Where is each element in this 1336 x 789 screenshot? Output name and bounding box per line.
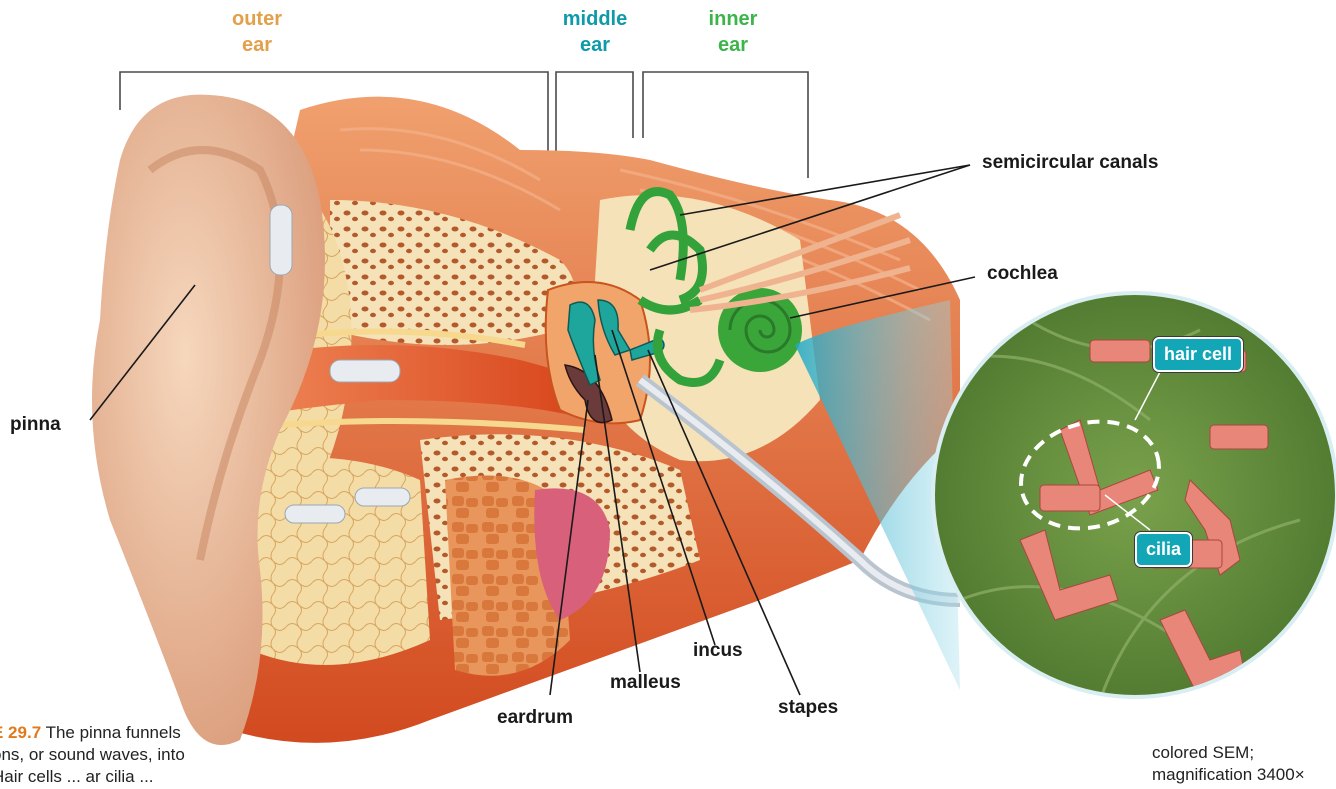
label-incus: incus — [693, 640, 743, 662]
label-stapes: stapes — [778, 697, 838, 719]
cartilage-lump — [330, 360, 400, 382]
caption-line2: ons, or sound waves, into — [0, 744, 185, 766]
figure-number: E 29.7 — [0, 723, 41, 742]
caption-line1: The pinna funnels — [46, 723, 181, 742]
hair-cell-tag: hair cell — [1153, 337, 1243, 372]
figure-caption: E 29.7 The pinna funnels ons, or sound w… — [0, 722, 185, 788]
cartilage-lump — [270, 205, 292, 275]
caption-line3: Hair cells ... ar cilia ... — [0, 766, 185, 788]
label-semicircular-canals: semicircular canals — [982, 152, 1158, 174]
label-eardrum: eardrum — [497, 707, 573, 729]
sem-inset — [930, 290, 1336, 700]
cartilage-lump — [285, 505, 345, 523]
sem-caption: colored SEM; magnification 3400× — [1152, 742, 1305, 786]
label-cochlea: cochlea — [987, 263, 1058, 285]
inner-ear-bracket — [643, 72, 808, 178]
sem-caption-line2: magnification 3400× — [1152, 764, 1305, 786]
label-malleus: malleus — [610, 672, 681, 694]
cartilage-lump — [355, 488, 410, 506]
label-pinna: pinna — [10, 414, 61, 436]
ear-cross-section — [92, 95, 960, 745]
sem-caption-line1: colored SEM; — [1152, 742, 1305, 764]
cilia-tag: cilia — [1135, 532, 1192, 567]
